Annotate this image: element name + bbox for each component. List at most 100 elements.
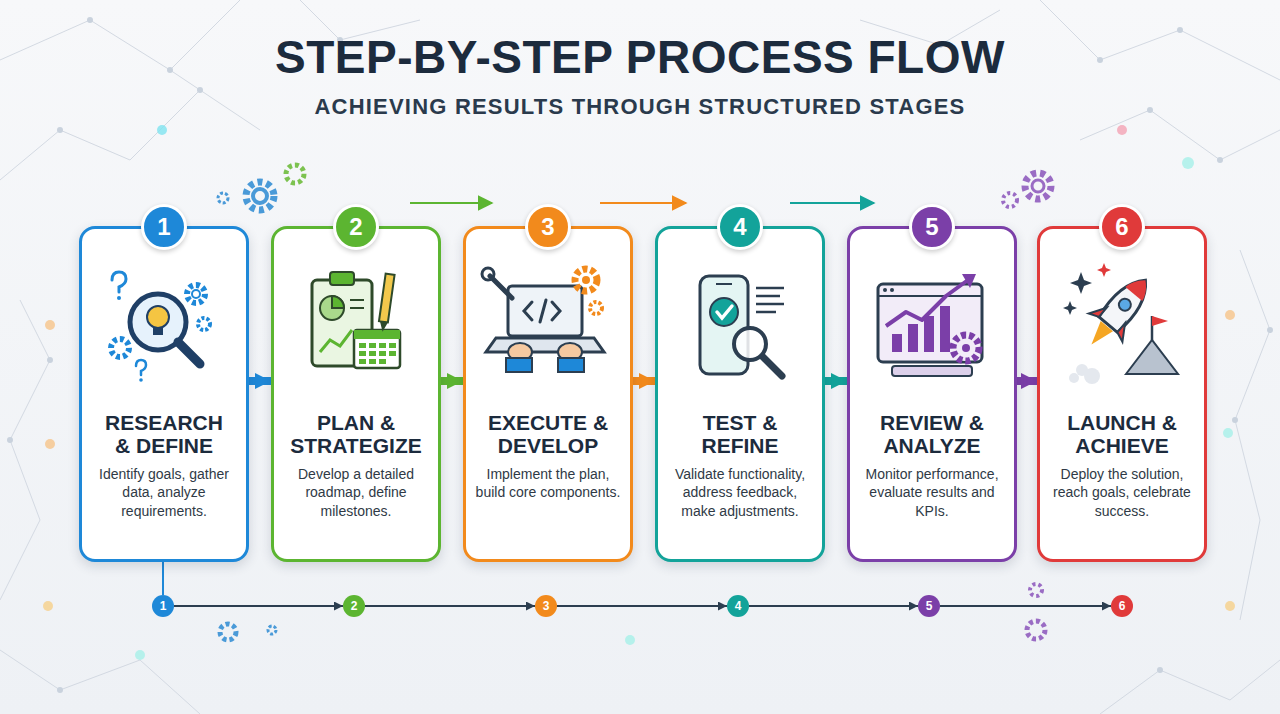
test-icon bbox=[756, 295, 780, 298]
test-icon bbox=[717, 306, 732, 318]
test-icon bbox=[756, 311, 776, 314]
decor-arrows bbox=[600, 202, 686, 204]
glow-dots bbox=[1225, 601, 1235, 611]
launch-icon bbox=[1084, 368, 1100, 384]
step-number: 2 bbox=[343, 595, 365, 617]
plan-icon bbox=[354, 330, 400, 368]
execute-icon bbox=[590, 302, 602, 314]
step-description: Identify goals, gather data, analyze req… bbox=[89, 465, 239, 520]
network-dots bbox=[57, 687, 63, 693]
research-icon bbox=[139, 378, 143, 382]
test-icon bbox=[756, 303, 784, 306]
step-badge: 1 bbox=[141, 204, 187, 250]
plan-icon bbox=[350, 299, 364, 301]
plan-icon bbox=[359, 351, 366, 356]
network-dots bbox=[1267, 327, 1273, 333]
step-number: 3 bbox=[535, 595, 557, 617]
step-heading: PLAN & STRATEGIZE bbox=[287, 411, 425, 457]
subtitle: ACHIEVING RESULTS THROUGH STRUCTURED STA… bbox=[0, 94, 1280, 120]
glow-dots bbox=[45, 320, 55, 330]
glow-dots bbox=[625, 635, 635, 645]
network-dots bbox=[167, 67, 173, 73]
launch-icon bbox=[1116, 296, 1133, 313]
plan-icon bbox=[312, 272, 400, 368]
plan-icon bbox=[389, 351, 396, 356]
glow-dots bbox=[43, 125, 1235, 660]
link-line bbox=[162, 562, 164, 595]
plan-icon bbox=[350, 307, 364, 309]
diagram-title: STEP-BY-STEP PROCESS FLOW bbox=[0, 30, 1280, 84]
decor-arrows bbox=[410, 202, 874, 204]
flow-arrow bbox=[365, 605, 535, 607]
decor-arrows bbox=[410, 202, 492, 204]
execute-icon bbox=[575, 269, 597, 291]
research-icon bbox=[117, 296, 121, 300]
network-lines bbox=[0, 300, 50, 600]
test-icon bbox=[756, 287, 784, 290]
plan-icon bbox=[312, 280, 372, 366]
plan-icon bbox=[369, 359, 376, 364]
network-dots bbox=[1097, 57, 1103, 63]
flow-arrow bbox=[441, 377, 463, 385]
step-description: Validate functionality, address feedback… bbox=[665, 465, 815, 520]
launch-icon bbox=[1070, 272, 1092, 294]
review-icon bbox=[962, 274, 976, 288]
decor-gears bbox=[286, 165, 304, 183]
network-lines bbox=[1100, 660, 1280, 714]
step-badge: 2 bbox=[333, 204, 379, 250]
plan-icon bbox=[379, 359, 386, 364]
glow-dots bbox=[43, 601, 53, 611]
decor-gears bbox=[218, 193, 228, 203]
step-heading: RESEARCH & DEFINE bbox=[95, 411, 233, 457]
glow-dots bbox=[1182, 157, 1194, 169]
network-lines bbox=[1040, 0, 1280, 80]
decor-gears bbox=[1025, 173, 1051, 199]
decor-gears bbox=[1003, 193, 1017, 207]
execute-icon bbox=[508, 286, 582, 336]
launch-icon bbox=[1098, 271, 1156, 333]
network-lines bbox=[1080, 110, 1280, 160]
execute-icon bbox=[482, 268, 604, 372]
network-dots bbox=[197, 87, 203, 93]
network-lines bbox=[170, 70, 200, 90]
step-dot: 2 bbox=[343, 595, 365, 617]
step-badge: 3 bbox=[525, 204, 571, 250]
step-description: Implement the plan, build core component… bbox=[473, 465, 623, 501]
launch-icon bbox=[1097, 263, 1111, 277]
research-icon bbox=[192, 290, 200, 298]
review-icon bbox=[953, 335, 979, 361]
research-icon bbox=[111, 339, 129, 357]
step-number: 6 bbox=[1111, 595, 1133, 617]
plan-icon bbox=[320, 330, 352, 352]
launch-icon bbox=[1085, 321, 1113, 350]
decor-gears bbox=[268, 626, 276, 634]
plan-icon bbox=[379, 351, 386, 356]
step-number: 4 bbox=[727, 595, 749, 617]
decor-gears bbox=[1027, 621, 1045, 639]
test-icon bbox=[700, 276, 784, 376]
glow-dots bbox=[135, 650, 145, 660]
network-lines bbox=[0, 0, 240, 70]
step-dot: 1 bbox=[152, 595, 174, 617]
plan-icon bbox=[320, 296, 344, 320]
research-icon bbox=[111, 272, 210, 382]
review-icon bbox=[924, 316, 934, 352]
launch-icon bbox=[1063, 301, 1077, 315]
execute-icon bbox=[524, 300, 560, 322]
plan-icon bbox=[332, 296, 344, 308]
review-icon bbox=[962, 344, 970, 352]
process-card: 6LAUNCH & ACHIEVEDeploy the solution, re… bbox=[1037, 226, 1207, 562]
execute-icon bbox=[558, 358, 584, 372]
plan-icon bbox=[359, 359, 366, 364]
plan-icon bbox=[330, 272, 354, 285]
test-icon bbox=[762, 356, 782, 376]
review-icon bbox=[892, 366, 972, 376]
network-dots bbox=[1177, 27, 1183, 33]
glow-dots bbox=[1223, 428, 1233, 438]
launch-icon bbox=[1063, 263, 1178, 384]
launch-icon bbox=[1069, 373, 1079, 383]
plan-icon bbox=[359, 343, 396, 364]
review-icon bbox=[878, 295, 982, 297]
plan-icon bbox=[354, 330, 400, 339]
decor-gears bbox=[1032, 180, 1044, 192]
